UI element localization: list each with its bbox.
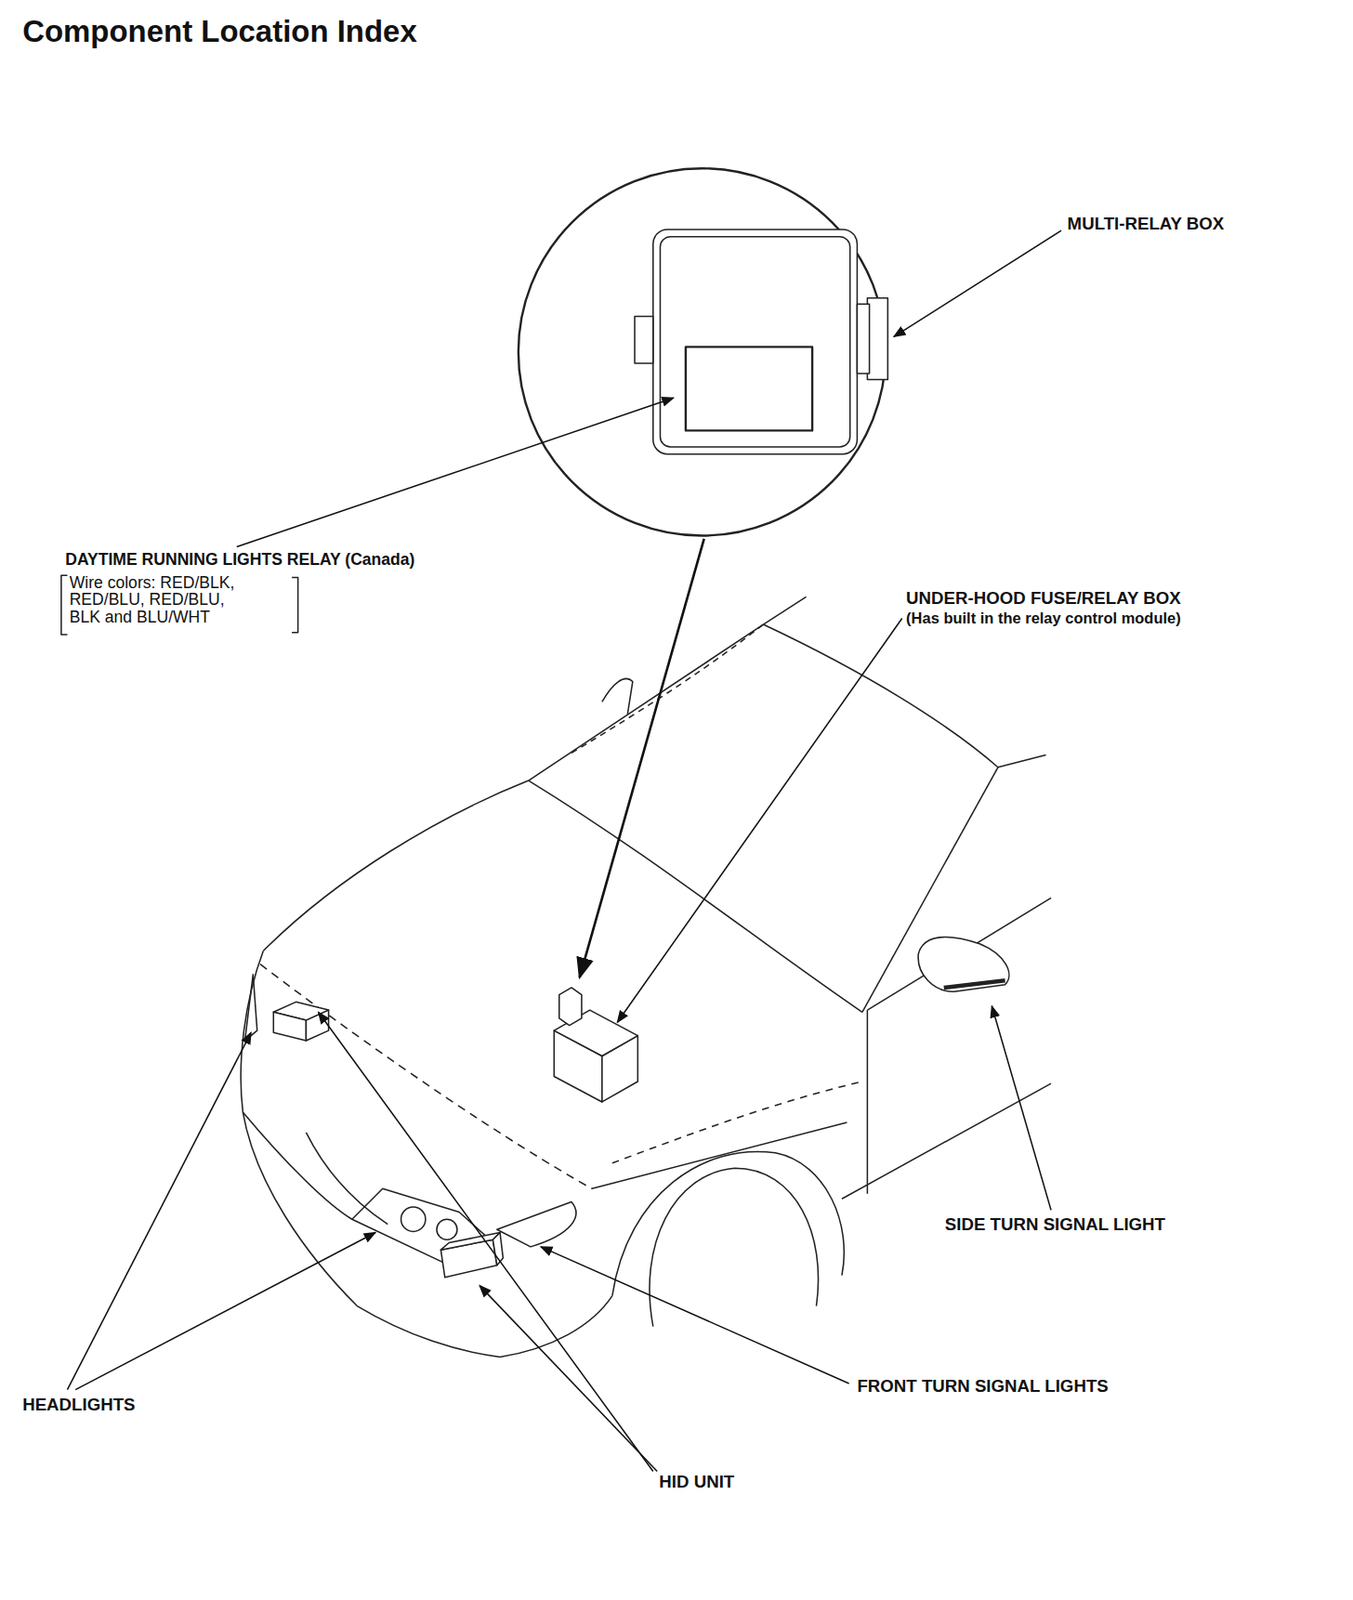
part-name: MULTI-RELAY BOX	[1067, 215, 1225, 236]
wire-note: Wire colors: RED/BLK, RED/BLU, RED/BLU, …	[69, 573, 256, 626]
part-name: SIDE TURN SIGNAL LIGHT	[945, 1216, 1166, 1236]
drl-relay	[685, 346, 813, 431]
page-title: Component Location Index	[22, 13, 418, 48]
part-name: HID UNIT	[658, 1473, 735, 1494]
part-name: UNDER-HOOD FUSE/RELAY BOX	[906, 590, 1182, 610]
part-name: HEADLIGHTS	[22, 1395, 135, 1416]
part-name: DAYTIME RUNNING LIGHTS RELAY (Canada)	[65, 551, 415, 569]
part-note: (Has built in the relay control module)	[906, 610, 1182, 628]
detail-circle	[518, 168, 886, 536]
part-name: FRONT TURN SIGNAL LIGHTS	[856, 1377, 1108, 1397]
multi-relay-box	[653, 229, 858, 455]
leader-lines	[66, 230, 1062, 1472]
